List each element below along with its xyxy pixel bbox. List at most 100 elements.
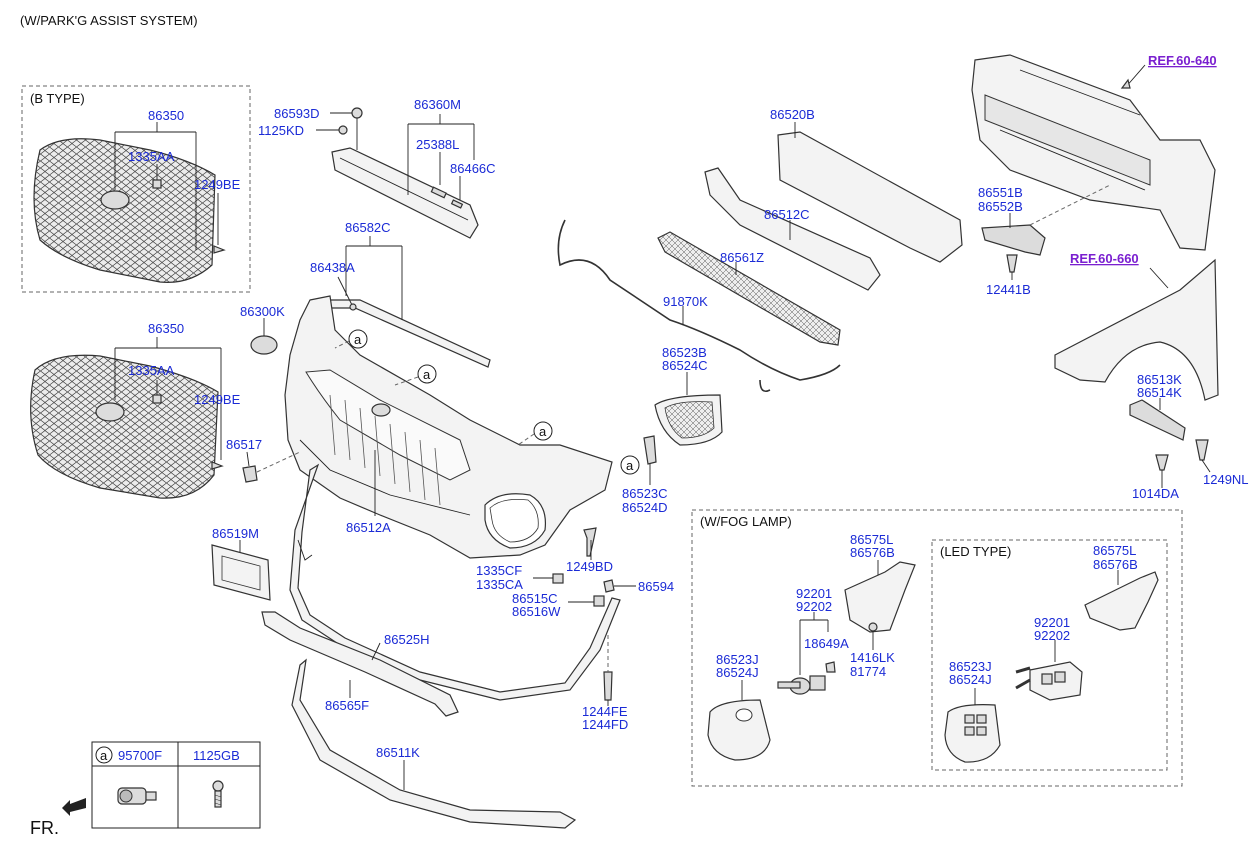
- license-plate-bracket: [211, 544, 271, 601]
- label-1244fd: 1244FD: [582, 717, 628, 732]
- legend-table: a 95700F 1125GB: [91, 741, 261, 829]
- legend-marker: a: [100, 748, 108, 763]
- label-86576b-fog: 86576B: [850, 545, 895, 560]
- label-86524c: 86524C: [662, 358, 708, 373]
- bumper-bracket: [981, 224, 1046, 256]
- fog-lamp-title: (W/FOG LAMP): [700, 514, 792, 529]
- label-92201-led: 92201: [1034, 615, 1070, 630]
- label-92202-fog: 92202: [796, 599, 832, 614]
- radiator-grille: [30, 354, 219, 499]
- wiring-harness: [557, 219, 841, 393]
- fog-lamp-bezel: [707, 699, 771, 761]
- label-25388l: 25388L: [416, 137, 459, 152]
- label-86438a: 86438A: [310, 260, 355, 275]
- label-86360m: 86360M: [414, 97, 461, 112]
- led-type-title: (LED TYPE): [940, 544, 1011, 559]
- front-direction-indicator: FR.: [30, 798, 86, 838]
- label-86524j-fog: 86524J: [716, 665, 759, 680]
- fog-lamp-duct: [844, 561, 916, 633]
- label-1244fe: 1244FE: [582, 704, 628, 719]
- label-86524j-led: 86524J: [949, 672, 992, 687]
- svg-text:a: a: [423, 367, 431, 382]
- label-86350: 86350: [148, 321, 184, 336]
- lower-garnish: [261, 611, 459, 717]
- label-86575l-fog: 86575L: [850, 532, 893, 547]
- label-86523c: 86523C: [622, 486, 668, 501]
- label-92201-fog: 92201: [796, 586, 832, 601]
- label-1416lk: 1416LK: [850, 650, 895, 665]
- label-86515c: 86515C: [512, 591, 558, 606]
- bracket-86517: [242, 465, 258, 483]
- label-86575l-led: 86575L: [1093, 543, 1136, 558]
- label-86517: 86517: [226, 437, 262, 452]
- front-fender: [1054, 258, 1219, 401]
- svg-text:a: a: [539, 424, 547, 439]
- label-86350-b-type: 86350: [148, 108, 184, 123]
- led-fog-duct: [1084, 571, 1159, 631]
- b-type-frame: [21, 85, 251, 293]
- label-1125kd: 1125KD: [258, 123, 304, 138]
- label-86516w: 86516W: [512, 604, 561, 619]
- front-bumper-lower: [289, 463, 621, 701]
- label-86525h: 86525H: [384, 632, 430, 647]
- bumper-upper-cover: [331, 147, 479, 239]
- label-86300k: 86300K: [240, 304, 285, 319]
- energy-absorber: [777, 131, 963, 263]
- callout-a-3: a: [533, 421, 553, 441]
- label-92202-led: 92202: [1034, 628, 1070, 643]
- label-86519m: 86519M: [212, 526, 259, 541]
- fog-lamp-frame: [691, 509, 1183, 787]
- ref-60-660: REF.60-660: [1070, 251, 1139, 266]
- label-86524d: 86524D: [622, 500, 668, 515]
- label-86511k: 86511K: [376, 745, 420, 760]
- label-86523j-fog: 86523J: [716, 652, 759, 667]
- label-86512a: 86512A: [346, 520, 391, 535]
- ref-60-640: REF.60-640: [1148, 53, 1217, 68]
- label-86520b: 86520B: [770, 107, 815, 122]
- label-86523j-led: 86523J: [949, 659, 992, 674]
- side-bracket: [1129, 399, 1186, 441]
- label-86466c: 86466C: [450, 161, 496, 176]
- bracket-86515c: [593, 595, 605, 607]
- bolt-12441b: [1006, 254, 1018, 273]
- label-1335aa-b-type: 1335AA: [128, 149, 175, 164]
- svg-text:a: a: [354, 332, 362, 347]
- legend-col1-header: 95700F: [118, 748, 162, 763]
- led-fog-lamp: [1015, 661, 1083, 701]
- bulb-18649a: [825, 661, 836, 673]
- b-type-title: (B TYPE): [30, 91, 85, 106]
- label-86551b: 86551B: [978, 185, 1023, 200]
- label-86513k: 86513K: [1137, 372, 1182, 387]
- clip-86594: [603, 579, 615, 593]
- svg-text:a: a: [626, 458, 634, 473]
- label-86552b: 86552B: [978, 199, 1023, 214]
- screw-1125kd: [338, 125, 348, 135]
- label-1249nl: 1249NL: [1203, 472, 1249, 487]
- screw-1416lk: [868, 622, 878, 632]
- label-86576b-led: 86576B: [1093, 557, 1138, 572]
- screw-icon: [212, 780, 224, 808]
- parking-sensor-icon: [117, 787, 157, 805]
- label-1335ca: 1335CA: [476, 577, 523, 592]
- fr-label: FR.: [30, 818, 59, 838]
- lower-radiator-grille: [657, 231, 841, 346]
- callout-a-4: a: [620, 455, 640, 475]
- emblem: [250, 335, 278, 355]
- screw-1244fe: [603, 671, 613, 701]
- callout-a-2: a: [417, 364, 437, 384]
- label-86514k: 86514K: [1137, 385, 1182, 400]
- label-86582c: 86582C: [345, 220, 391, 235]
- bracket-86523c: [643, 435, 657, 465]
- label-1014da: 1014DA: [1132, 486, 1179, 501]
- legend-col2-header: 1125GB: [193, 748, 240, 763]
- label-12441b: 12441B: [986, 282, 1031, 297]
- label-1249be: 1249BE: [194, 392, 241, 407]
- led-type-frame: [931, 539, 1168, 771]
- label-86565f: 86565F: [325, 698, 369, 713]
- label-18649a: 18649A: [804, 636, 849, 651]
- label-1249be-b-type: 1249BE: [194, 177, 241, 192]
- label-86561z: 86561Z: [720, 250, 764, 265]
- callout-a-1: a: [348, 329, 368, 349]
- nut-1335cf: [552, 573, 564, 584]
- label-1335cf: 1335CF: [476, 563, 522, 578]
